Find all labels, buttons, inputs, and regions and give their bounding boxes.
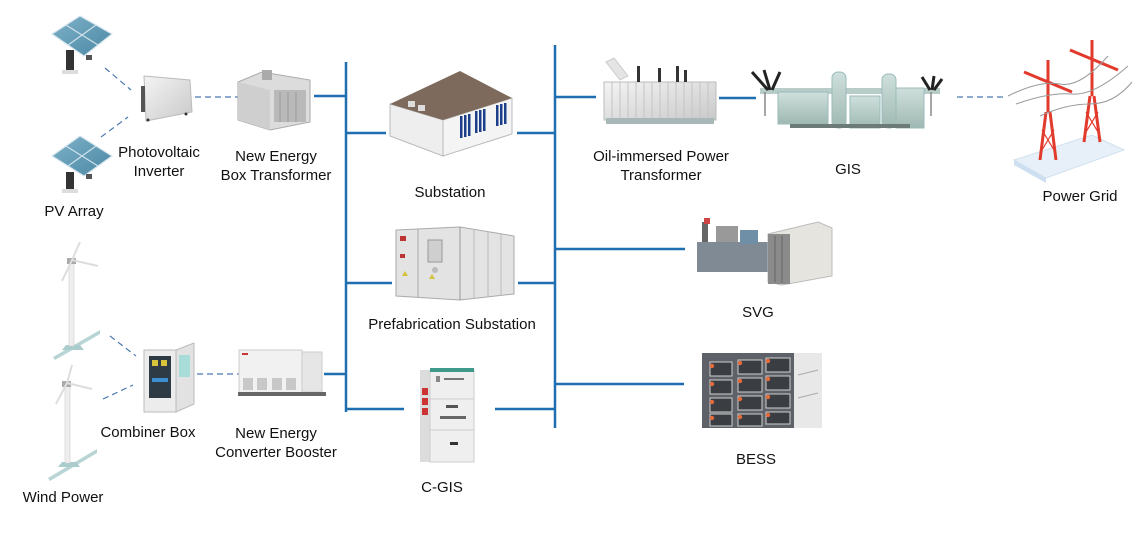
wind-turbine-bottom[interactable] <box>48 364 97 481</box>
converter-booster-icon <box>238 349 326 396</box>
container-substation-icon <box>395 226 515 301</box>
oil-transformer-node[interactable] <box>603 57 717 124</box>
gis-node[interactable] <box>750 69 944 129</box>
bess-node[interactable] <box>702 353 822 428</box>
box-transformer-icon <box>237 70 311 131</box>
label-cgis: C-GIS <box>421 479 463 496</box>
combiner-box-icon <box>143 342 195 413</box>
link-pv-bottom-inverter <box>100 116 129 138</box>
dashed-lines <box>100 67 1003 400</box>
svg-node[interactable] <box>697 218 833 286</box>
label-power-grid: Power Grid <box>1042 188 1118 205</box>
solar-panel-icon <box>50 135 114 193</box>
box-transformer-node[interactable] <box>237 70 311 131</box>
switchgear-cabinet-icon <box>420 368 475 463</box>
label-combiner-box: Combiner Box <box>100 424 196 441</box>
pv-array-bottom[interactable] <box>50 135 114 193</box>
power-grid-node[interactable] <box>1007 40 1133 183</box>
label-pv-array: PV Array <box>44 203 104 220</box>
label-box-transformer: New Energy Box Transformer <box>220 148 332 184</box>
svg-compensator-icon <box>697 218 833 286</box>
link-wind-bottom-combiner <box>102 384 134 400</box>
inverter-icon <box>141 75 193 122</box>
link-pv-top-inverter <box>104 67 132 91</box>
wind-turbine-icon <box>48 364 97 481</box>
label-substation: Substation <box>414 184 486 201</box>
label-pv-inverter: Photovoltaic Inverter <box>118 144 200 180</box>
label-bess: BESS <box>735 451 777 468</box>
pv-array-top[interactable] <box>50 15 114 74</box>
gis-switchgear-icon <box>750 69 944 129</box>
wind-turbine-top[interactable] <box>53 241 100 360</box>
label-wind-power: Wind Power <box>22 489 104 506</box>
label-prefab-substation: Prefabrication Substation <box>368 316 536 333</box>
converter-booster-node[interactable] <box>238 349 326 396</box>
substation-building-icon <box>389 71 513 157</box>
label-gis: GIS <box>835 161 861 178</box>
label-converter-booster: New Energy Converter Booster <box>215 425 337 461</box>
label-svg: SVG <box>742 304 774 321</box>
solar-panel-icon <box>50 15 114 74</box>
combiner-box-node[interactable] <box>143 342 195 413</box>
power-transformer-icon <box>603 57 717 124</box>
pv-inverter-node[interactable] <box>141 75 193 122</box>
substation-node[interactable] <box>389 71 513 157</box>
bus-lines <box>314 45 756 428</box>
transmission-tower-icon <box>1007 40 1133 183</box>
battery-storage-icon <box>702 353 822 428</box>
label-oil-transformer: Oil-immersed Power Transformer <box>593 148 729 184</box>
cgis-node[interactable] <box>420 368 475 463</box>
prefab-substation-node[interactable] <box>395 226 515 301</box>
link-wind-top-combiner <box>109 335 137 357</box>
wind-turbine-icon <box>53 241 100 360</box>
